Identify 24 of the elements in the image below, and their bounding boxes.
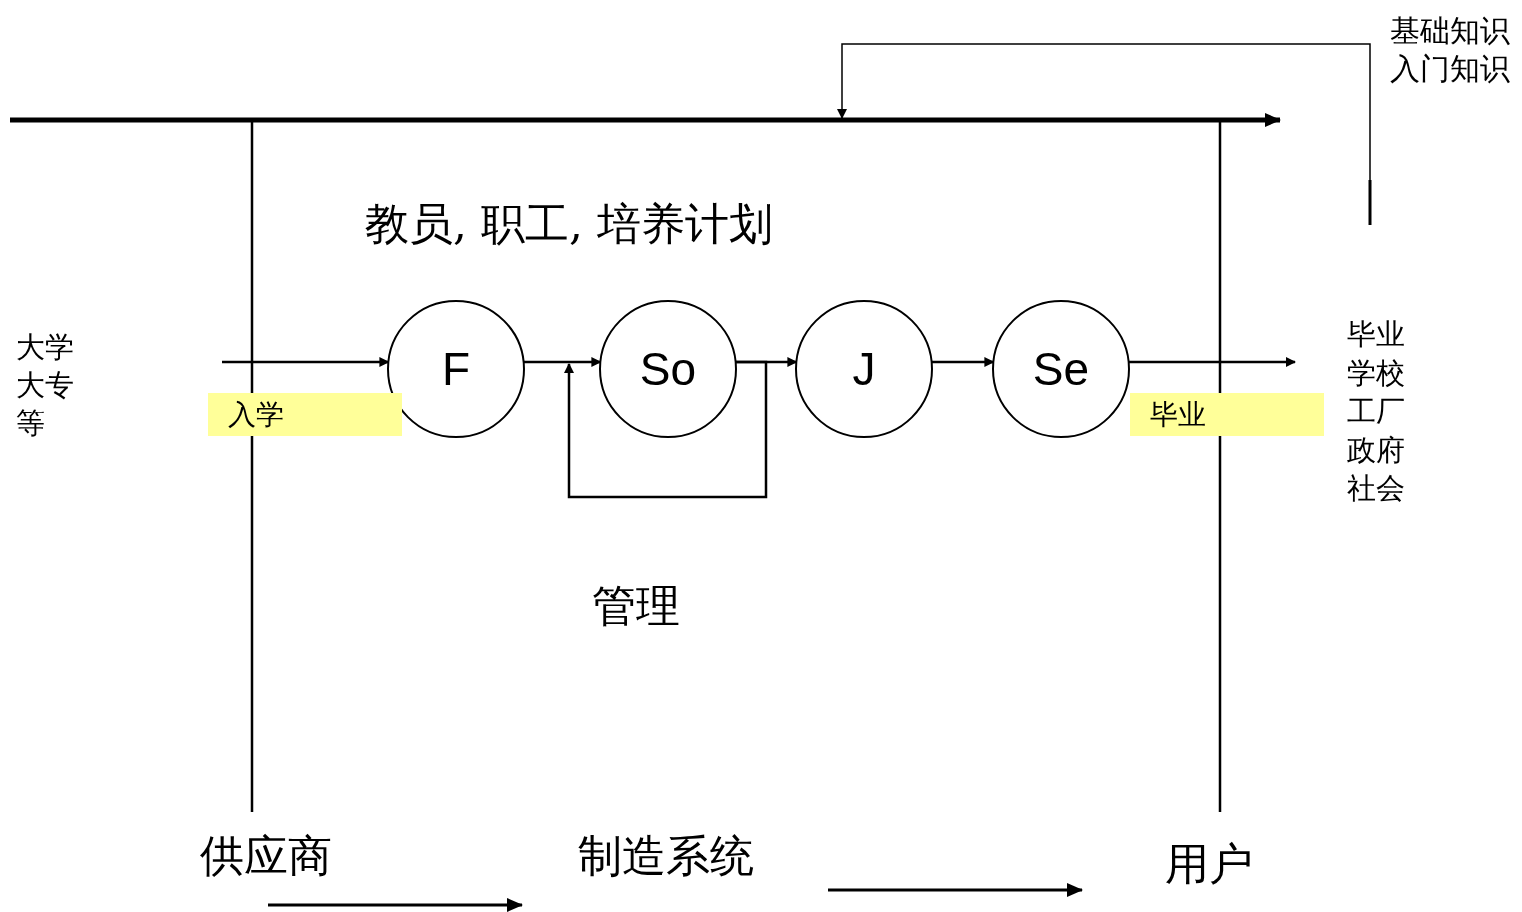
arrow [837,43,1371,181]
heading-text: 制造系统 [578,834,754,878]
process-circle: J [795,300,933,438]
process-circle: Se [992,300,1130,438]
heading-text: 用户 [1165,842,1253,886]
text-label: 大学 [16,333,74,362]
text-label: 政府 [1347,431,1405,469]
text-label: 毕业 [1347,316,1405,353]
text-label: 社会 [1347,470,1405,507]
process-circle: So [599,300,737,438]
process-circle: F [387,300,525,438]
text-label: 基础知识 [1390,12,1510,50]
highlight-band: 毕业 [1130,393,1324,436]
heading-text: 供应商 [200,834,332,878]
heading-text: 管理 [592,584,680,628]
text-label: 大专 [16,371,74,400]
highlight-band: 入学 [208,393,402,436]
text-label: 等 [16,409,45,438]
heading-text: 教员, 职工, 培养计划 [365,202,773,246]
text-label: 工厂 [1347,393,1405,430]
text-label: 学校 [1347,354,1405,392]
arrow [1128,357,1296,367]
arrow [564,360,768,499]
text-label: 入门知识 [1390,50,1510,88]
